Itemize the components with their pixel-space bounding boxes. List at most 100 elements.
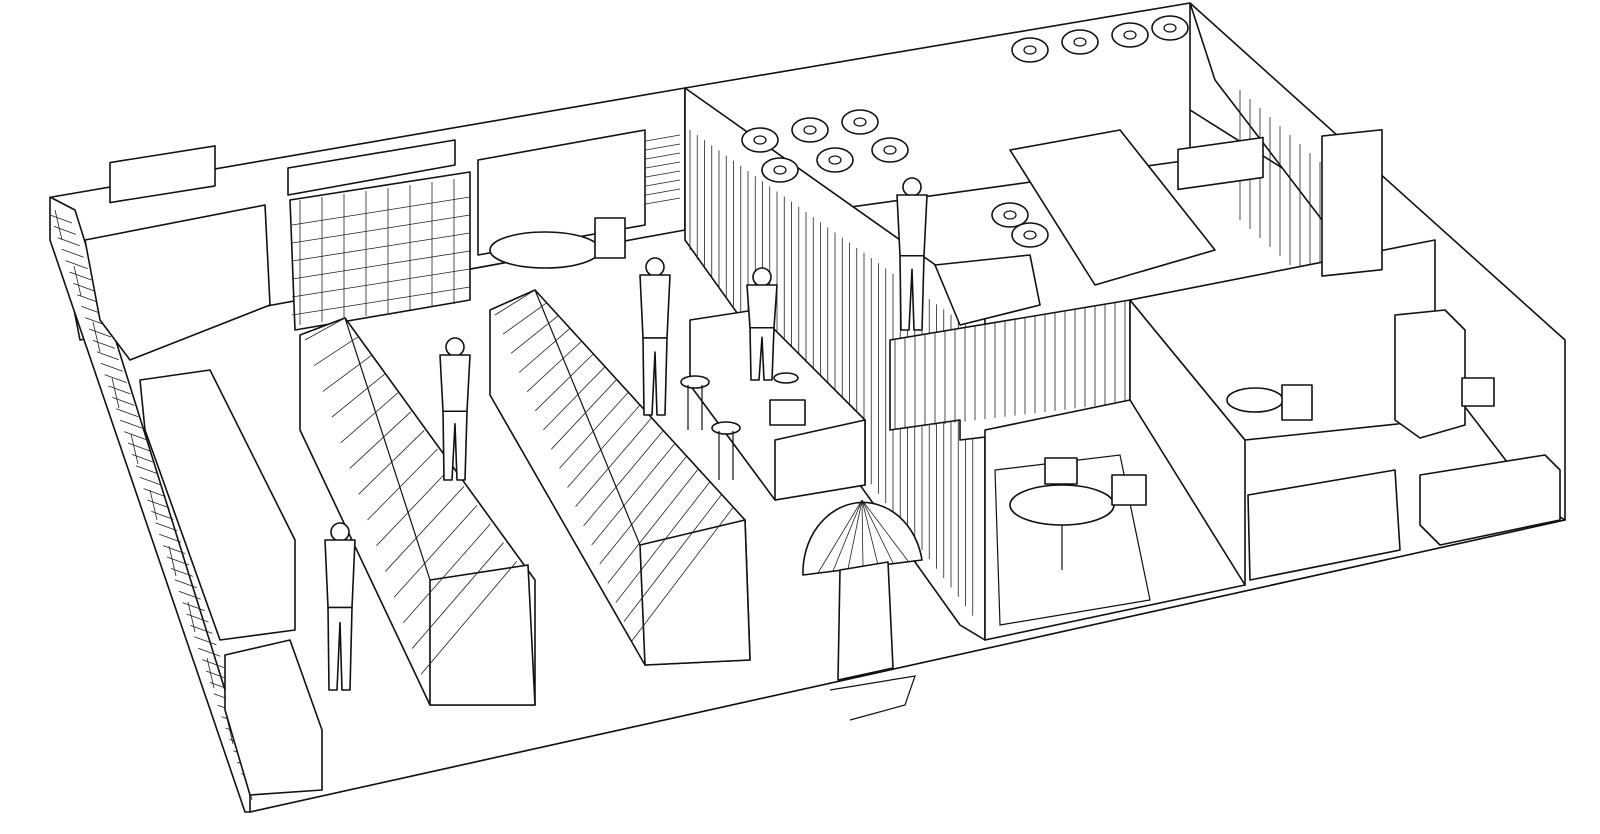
hatch-line [187, 601, 196, 633]
office-whiteboard [1177, 136, 1264, 191]
spool-hub [1003, 210, 1017, 220]
hatch-line [65, 260, 88, 269]
rug [994, 454, 1151, 626]
hatch-line [543, 366, 606, 431]
cable-spool [1011, 222, 1049, 248]
hatch-line [111, 377, 120, 409]
wall-window-strip [287, 139, 456, 196]
hatch-line [615, 481, 711, 603]
hatch-line [623, 494, 722, 622]
hatch-line [567, 404, 641, 488]
cable-spool [1111, 22, 1149, 48]
aisle-shelf-lines [304, 289, 734, 675]
hatch-line [92, 340, 116, 349]
spool-hub [773, 165, 787, 175]
hatch-line [147, 499, 170, 509]
aisle-1-endcap [429, 564, 536, 706]
hatch-line [411, 542, 504, 649]
office-round-table [1226, 387, 1284, 413]
cable-spool [791, 117, 829, 143]
hatch-line [599, 455, 687, 565]
hatch-line [54, 209, 63, 241]
hatch-line [112, 397, 135, 406]
left-side-shelf [139, 369, 296, 641]
hatch-line [61, 248, 84, 258]
person-head [445, 337, 465, 357]
hatch-line [96, 351, 119, 361]
hatch-line [526, 340, 582, 392]
hatch-line [331, 373, 385, 418]
person-legs [327, 606, 353, 691]
cable-spool [841, 109, 879, 135]
hatch-line [104, 374, 127, 383]
person-legs [442, 410, 468, 481]
hatch-line [174, 579, 197, 589]
person-legs [899, 254, 925, 331]
hatch-line [340, 392, 399, 444]
cable-spool [761, 157, 799, 183]
person-head [645, 257, 665, 277]
hatch-line [49, 214, 73, 224]
hatch-line [206, 657, 215, 689]
hatch-line [92, 321, 101, 353]
hatch-line [494, 289, 536, 316]
kiosk-stand [837, 561, 894, 681]
filing-cabinet [1394, 309, 1466, 439]
person-torso [324, 539, 356, 609]
office-table [1247, 469, 1401, 581]
spool-hub [753, 135, 767, 145]
hatch-line [551, 379, 617, 450]
hatch-line [53, 226, 77, 235]
cable-spool [991, 202, 1029, 228]
person-head [752, 267, 772, 287]
doorway-mark [829, 675, 916, 721]
spool-hub [1023, 230, 1037, 240]
hatch-line [155, 522, 178, 532]
stool [773, 372, 799, 384]
stools [680, 372, 799, 480]
hatch-line [591, 443, 676, 546]
hatch-line [198, 647, 221, 657]
chair [1281, 384, 1313, 421]
office-slats [894, 300, 1126, 430]
hatch-line [182, 602, 205, 611]
spool-hub [1123, 30, 1137, 40]
aisle-2-endcap [639, 519, 751, 666]
hatch-line [402, 523, 491, 624]
spool-hub [803, 125, 817, 135]
hatch-line [385, 486, 465, 572]
person-head [902, 177, 922, 197]
hatch-line [73, 265, 82, 297]
spool-hub [853, 117, 867, 127]
hatch-line [861, 499, 864, 568]
hatch-line [510, 315, 559, 354]
spool-hub [1073, 37, 1087, 47]
hatch-line [583, 430, 664, 527]
hatch-line [77, 294, 100, 304]
hatch-line [861, 499, 894, 564]
hatch-line [108, 385, 131, 395]
chair [1044, 457, 1078, 485]
hatch-line [69, 271, 92, 281]
cable-spool [1061, 29, 1099, 55]
hatch-line [358, 429, 425, 495]
hatch-line [178, 590, 201, 600]
hatch-line [861, 499, 909, 562]
person-torso [746, 284, 778, 329]
counter-front [774, 419, 866, 501]
hatch-line [376, 467, 452, 546]
front-left-counter [224, 639, 323, 796]
cable-spool [871, 137, 909, 163]
person-torso [896, 194, 928, 257]
hatch-line [149, 489, 158, 521]
hatch-line [349, 411, 412, 469]
hatch-line [116, 408, 139, 418]
hatch-line [194, 636, 217, 646]
hatch-line [313, 336, 359, 367]
hatch-line [166, 556, 190, 566]
spool-hub [1023, 45, 1037, 55]
hatch-line [559, 391, 629, 469]
hatch-line [162, 545, 186, 554]
hatch-line [186, 613, 209, 623]
